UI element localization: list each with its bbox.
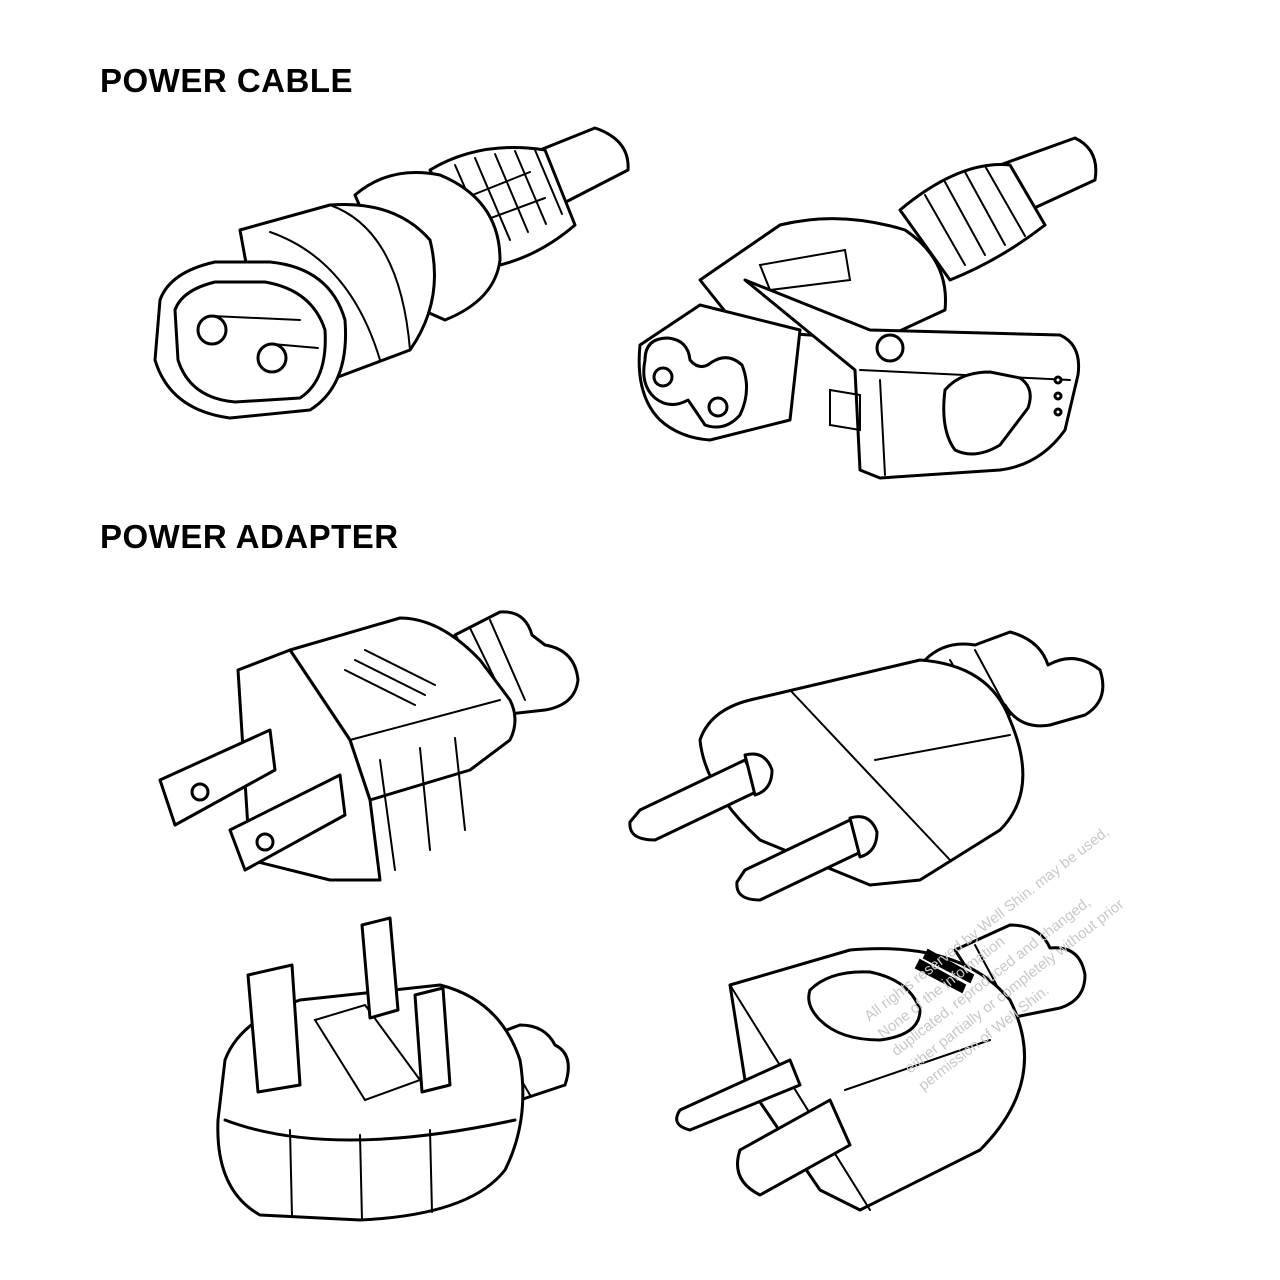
eu-adapter-drawing <box>628 630 1105 902</box>
power-adapter-title: POWER ADAPTER <box>100 518 399 555</box>
c7-straight-connector-drawing <box>153 126 630 420</box>
cn-adapter-drawing <box>675 923 1087 1212</box>
power-cable-title: POWER CABLE <box>100 62 353 99</box>
uk-adapter-drawing <box>216 916 570 1222</box>
c7-right-angle-connector-drawing <box>637 136 1098 480</box>
us-adapter-drawing <box>158 610 580 882</box>
